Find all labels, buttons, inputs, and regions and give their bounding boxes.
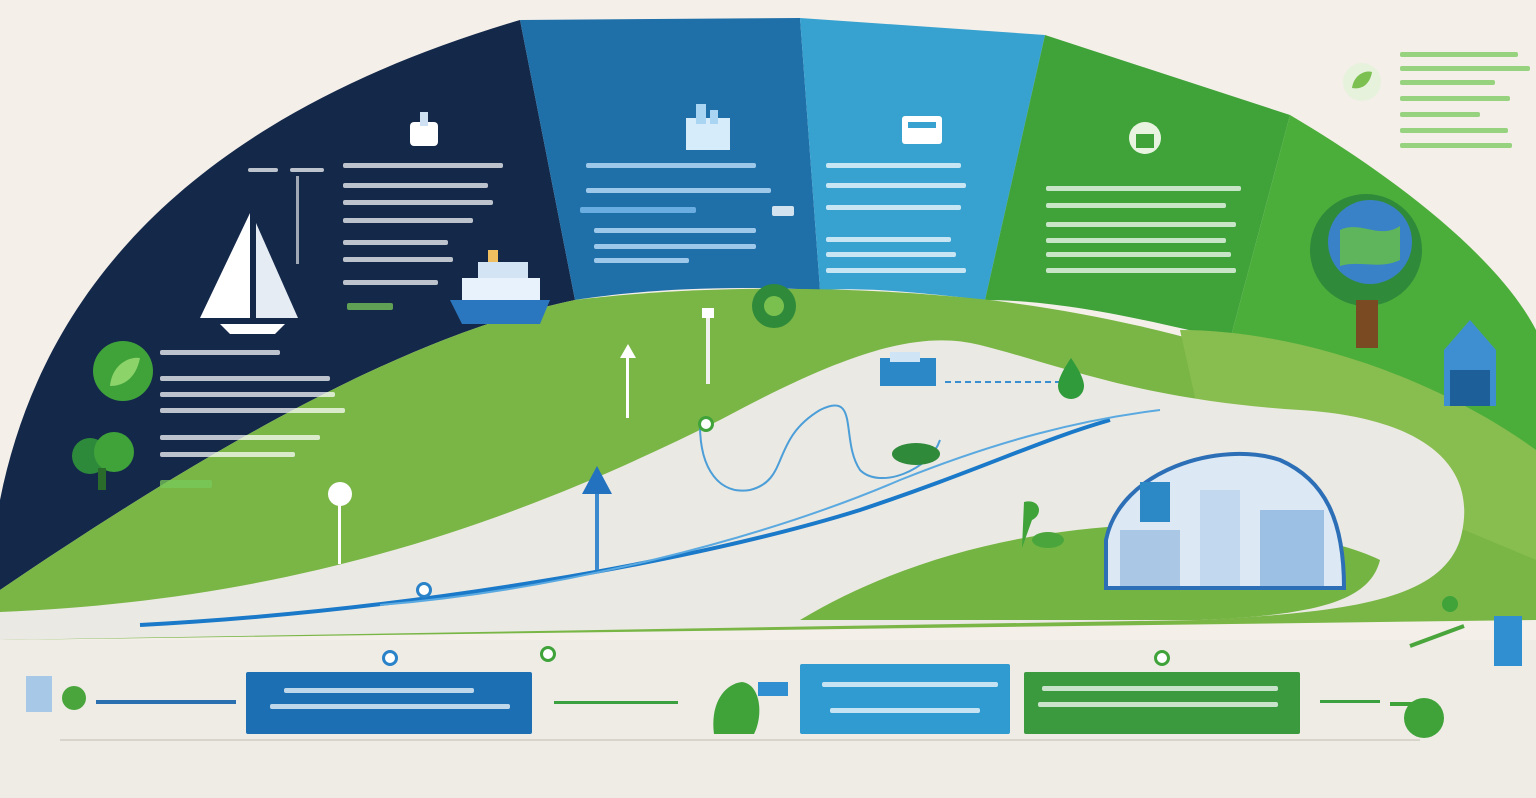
legend-line-3	[1400, 80, 1495, 85]
ocean-text-line-2	[586, 188, 771, 193]
navy-lower-line-3	[160, 392, 335, 397]
truck-icon	[900, 106, 944, 148]
bush-icon	[890, 436, 942, 466]
ocean-text-line-5	[594, 244, 756, 249]
footer-connector-2	[1320, 700, 1380, 703]
sky-text-line-3	[826, 205, 961, 210]
sky-text-line-6	[826, 268, 966, 273]
route-node-2	[540, 646, 556, 662]
house-icon-right	[1440, 310, 1500, 410]
green-text-line-5	[1046, 252, 1231, 257]
legend-line-5	[1400, 112, 1480, 117]
road-house-icon	[878, 350, 938, 390]
route-node-1	[382, 650, 398, 666]
leaf-icon	[90, 338, 160, 408]
footer-sky-line-1	[822, 682, 998, 687]
footer-panel-sky	[800, 664, 1010, 734]
legend-line-2	[1400, 66, 1530, 71]
navy-lower-line-6	[160, 452, 295, 457]
sign-marker-icon	[580, 462, 614, 572]
lamp-post-icon	[700, 306, 716, 386]
legend-line-6	[1400, 128, 1508, 133]
house-icon	[1124, 120, 1166, 156]
navy-lower-line-1	[160, 350, 280, 355]
sky-text-line-2	[826, 183, 966, 188]
footer-blue-line-1	[284, 688, 474, 693]
navy-lower-line-5	[160, 435, 320, 440]
water-line-secondary	[379, 409, 1161, 606]
globe-tree-icon	[1300, 190, 1440, 360]
footer-panel-blue	[246, 672, 532, 734]
sky-panel	[800, 18, 1045, 300]
footer-right-icon	[1384, 680, 1458, 750]
footer-green-line-1	[1042, 686, 1278, 691]
green-text-line-4	[1046, 238, 1226, 243]
legend-line-1	[1400, 52, 1518, 57]
sky-pointer-arrow	[772, 206, 794, 216]
green-text-line-2	[1046, 203, 1226, 208]
recycle-icon	[748, 282, 802, 330]
navy-text-line-3	[343, 200, 493, 205]
navy-text-line-7	[343, 280, 438, 285]
route-node-5	[416, 582, 432, 598]
footer-person-icon	[704, 664, 794, 736]
water-pipe-loop	[699, 404, 941, 492]
green-text-line-6	[1046, 268, 1236, 273]
tree-cluster-icon	[68, 428, 138, 494]
navy-lower-tag	[160, 480, 212, 488]
route-node-4	[698, 416, 714, 432]
sky-text-line-1	[826, 163, 961, 168]
navy-tab-a	[248, 168, 278, 172]
footer-panel-green	[1024, 672, 1300, 734]
water-line-main	[139, 418, 1111, 627]
navy-lower-line-2	[160, 376, 330, 381]
wind-turbine-icon-2	[320, 476, 360, 566]
navy-text-line-2	[343, 183, 488, 188]
ocean-text-line-4	[594, 228, 756, 233]
navy-text-line-5	[343, 240, 448, 245]
footer-left-icon	[26, 676, 92, 716]
footer-arrow-1	[96, 700, 236, 704]
navy-text-line-4	[343, 218, 473, 223]
navy-lower-line-4	[160, 408, 345, 413]
ocean-text-line-6	[594, 258, 689, 263]
water-drop-icon	[1056, 356, 1086, 400]
vertical-gauge	[296, 176, 299, 264]
footer-blue-line-2	[270, 704, 510, 709]
route-node-3	[1154, 650, 1170, 666]
green-text-line-3	[1046, 222, 1236, 227]
legend-line-4	[1400, 96, 1510, 101]
legend-line-7	[1400, 143, 1512, 148]
factory-icon	[682, 98, 734, 152]
wind-turbine-icon	[612, 340, 644, 420]
lighthouse-icon	[402, 108, 446, 152]
cruise-ship-icon	[444, 248, 556, 330]
navy-tag	[347, 303, 393, 310]
sky-text-line-4	[826, 237, 951, 242]
city-dome-icon	[1100, 430, 1350, 590]
sky-text-line-5	[826, 252, 956, 257]
footer-green-line-2	[1038, 702, 1278, 707]
ocean-text-line-3	[580, 207, 696, 213]
footer-connector-1	[554, 701, 678, 704]
green-text-line-1	[1046, 186, 1241, 191]
navy-tab-b	[290, 168, 324, 172]
ocean-text-line-1	[586, 163, 756, 168]
navy-text-line-6	[343, 257, 453, 262]
legend-leaf-icon	[1340, 60, 1384, 104]
navy-text-line-1	[343, 163, 503, 168]
sailboat-icon	[190, 208, 305, 338]
sprout-icon	[1010, 488, 1066, 552]
footer-sky-line-2	[830, 708, 980, 713]
footer-corner-icon	[1404, 596, 1536, 676]
